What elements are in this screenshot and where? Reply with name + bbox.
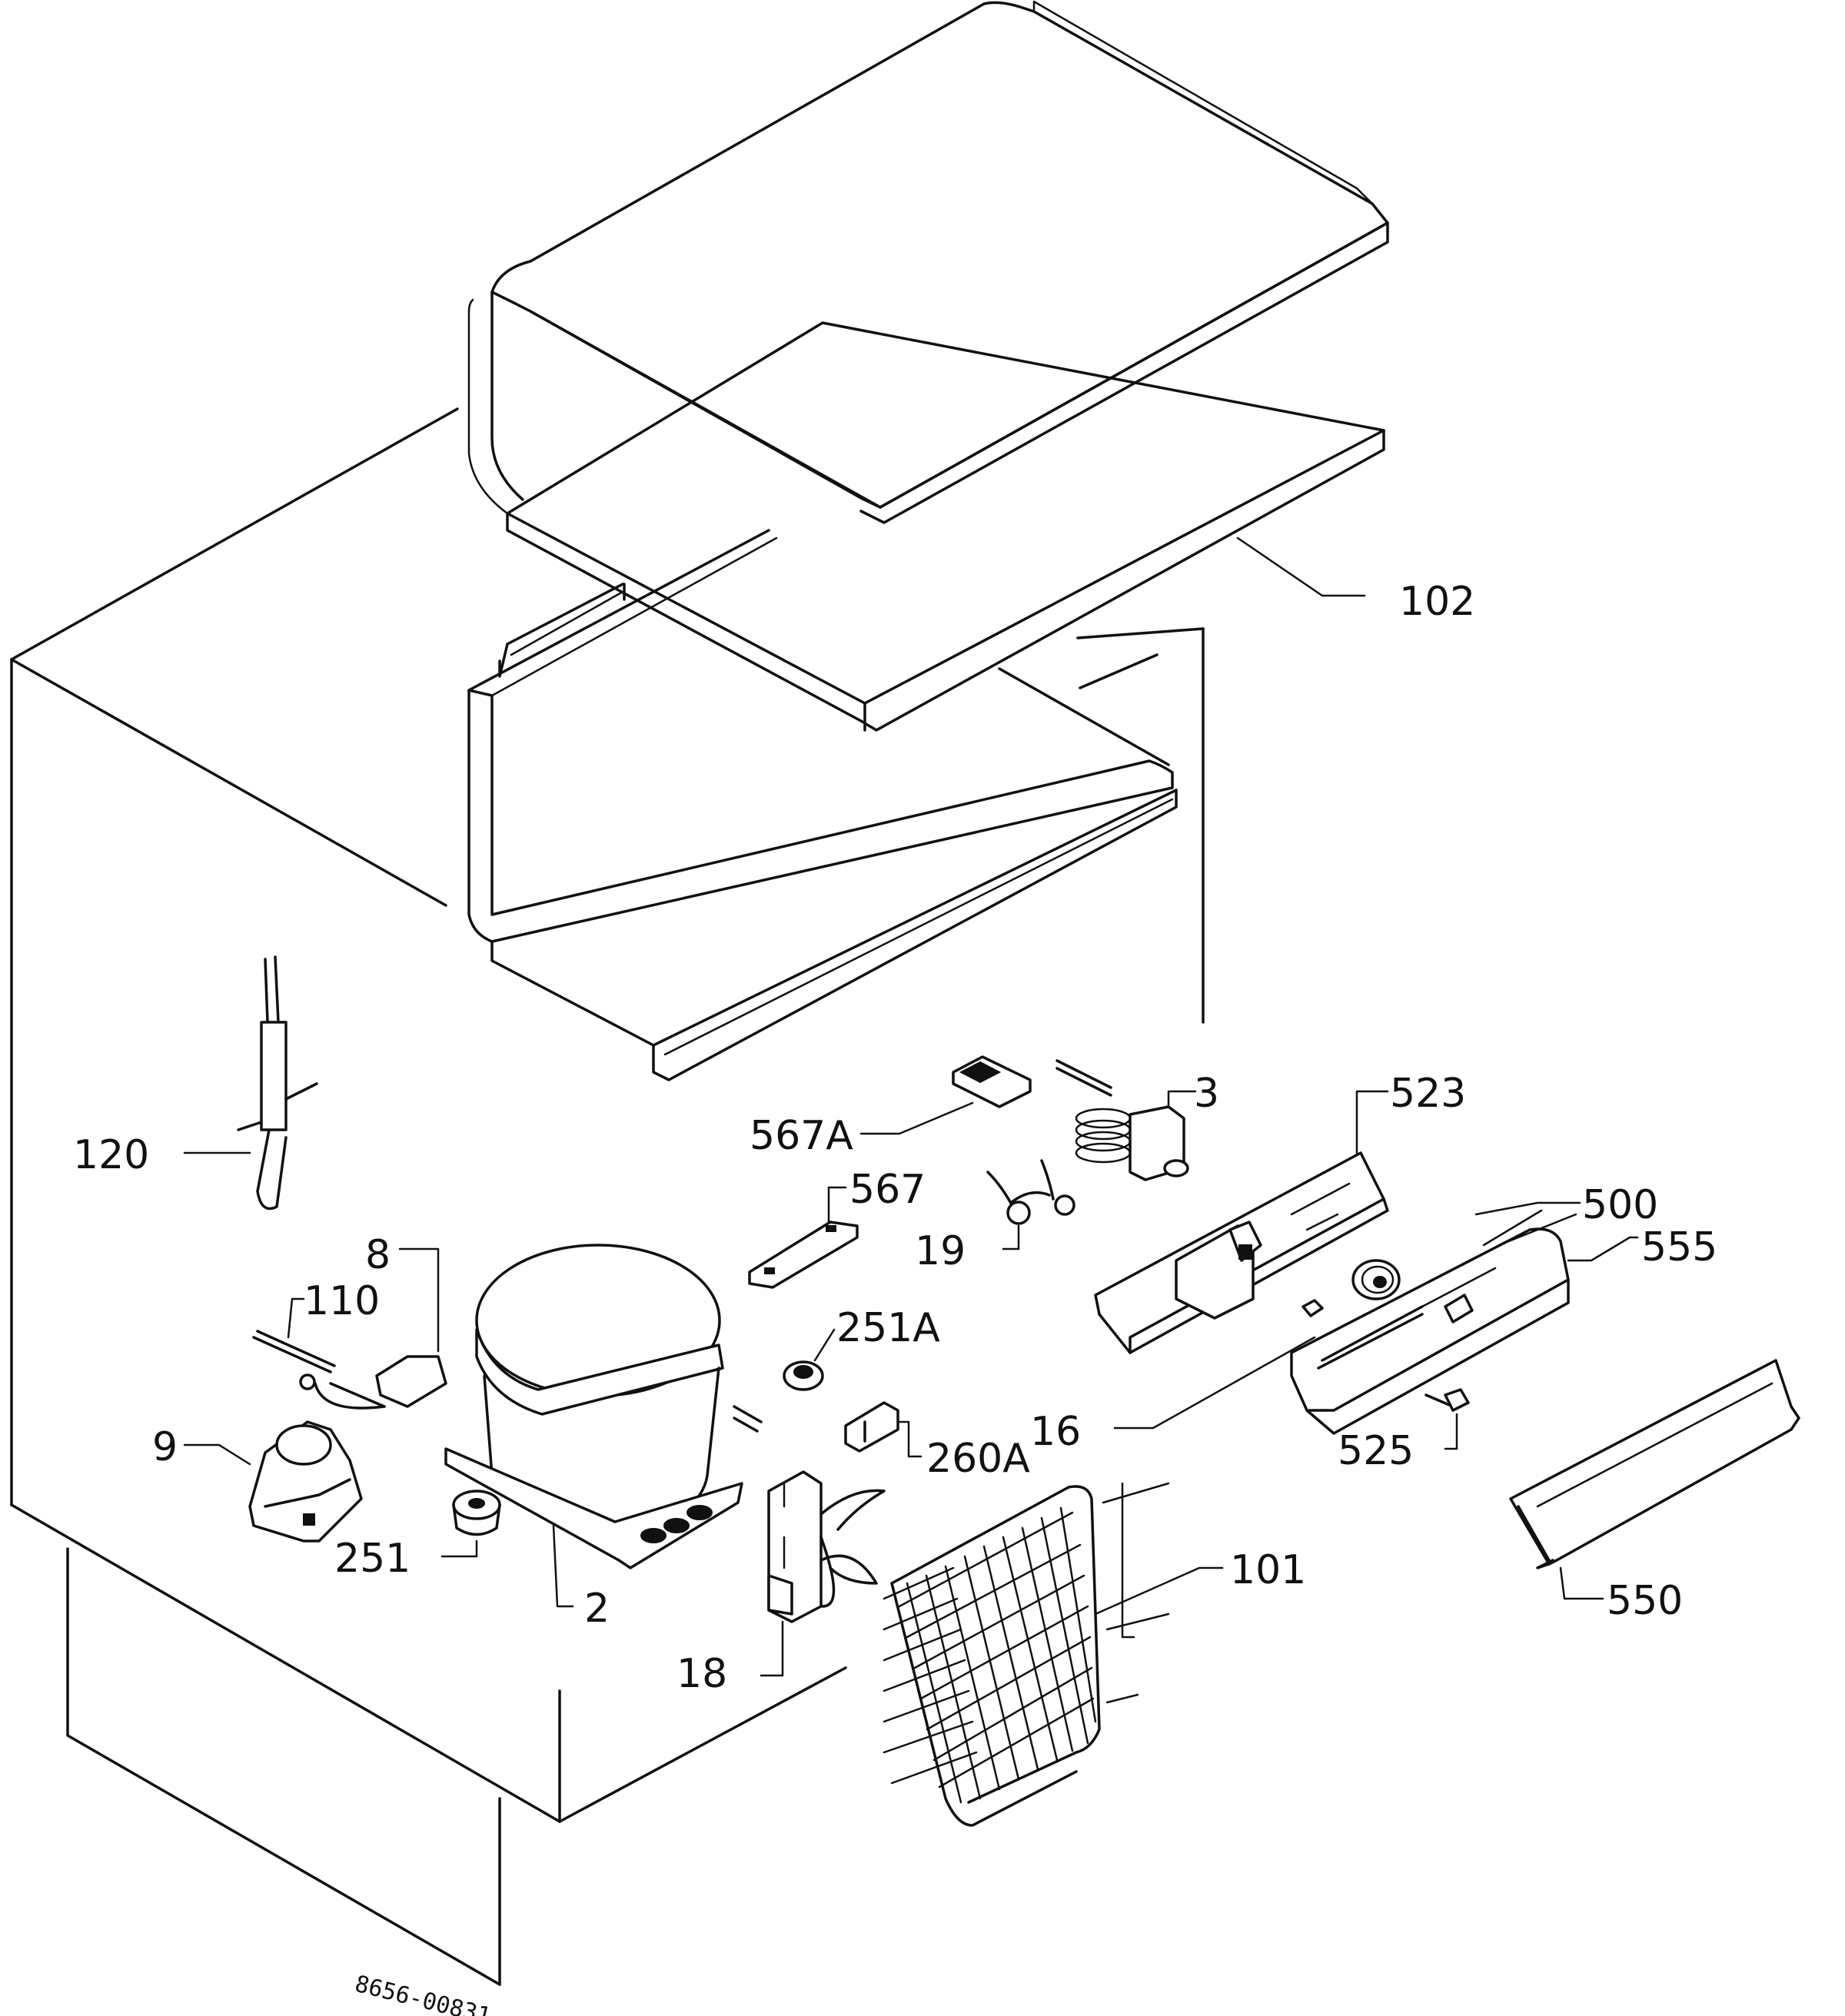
rubber-grommet-251 xyxy=(440,1490,501,1558)
screw-525 xyxy=(1424,1388,1470,1450)
fan-motor-18 xyxy=(760,1470,886,1677)
bracket-523 xyxy=(1094,1090,1389,1354)
label-251: 251 xyxy=(334,1536,411,1582)
cover-550 xyxy=(1509,1359,1800,1600)
knob-16 xyxy=(1113,1259,1401,1430)
cabinet-body xyxy=(10,407,1205,1986)
pin-110 xyxy=(252,1297,336,1373)
label-251A: 251A xyxy=(836,1305,940,1351)
label-16: 16 xyxy=(1030,1409,1081,1455)
label-120: 120 xyxy=(73,1132,149,1178)
relay-8 xyxy=(299,1247,447,1410)
label-500: 500 xyxy=(1582,1182,1658,1228)
compressor-2 xyxy=(444,1244,763,1608)
label-101: 101 xyxy=(1230,1547,1306,1593)
capillary-sensor-120 xyxy=(183,955,318,1211)
grommet-251A xyxy=(783,1328,836,1391)
thermostat-3 xyxy=(1055,1059,1197,1181)
label-550: 550 xyxy=(1607,1578,1683,1624)
spring-clip-19 xyxy=(986,1159,1075,1250)
label-567A: 567A xyxy=(750,1113,853,1159)
control-housing-555 xyxy=(1290,1201,1639,1435)
drawing-code: 8656-00831 xyxy=(352,1971,494,2016)
label-567: 567 xyxy=(849,1167,926,1213)
label-523: 523 xyxy=(1390,1071,1466,1117)
label-18: 18 xyxy=(676,1651,727,1697)
label-555: 555 xyxy=(1641,1224,1717,1270)
overload-9 xyxy=(183,1420,363,1543)
clip-260A xyxy=(844,1401,922,1458)
label-525: 525 xyxy=(1338,1428,1414,1474)
label-8: 8 xyxy=(365,1232,391,1278)
shelf-box-assembly xyxy=(467,0,1389,1081)
bracket-567A xyxy=(859,1055,1032,1135)
label-3: 3 xyxy=(1194,1071,1219,1117)
label-9: 9 xyxy=(152,1424,178,1470)
condenser-coil-101 xyxy=(883,1482,1224,1827)
label-260A: 260A xyxy=(926,1436,1030,1482)
plate-567 xyxy=(748,1186,859,1289)
label-102: 102 xyxy=(1399,579,1475,625)
label-19: 19 xyxy=(915,1228,966,1274)
label-2: 2 xyxy=(584,1586,610,1632)
label-110: 110 xyxy=(304,1278,380,1324)
